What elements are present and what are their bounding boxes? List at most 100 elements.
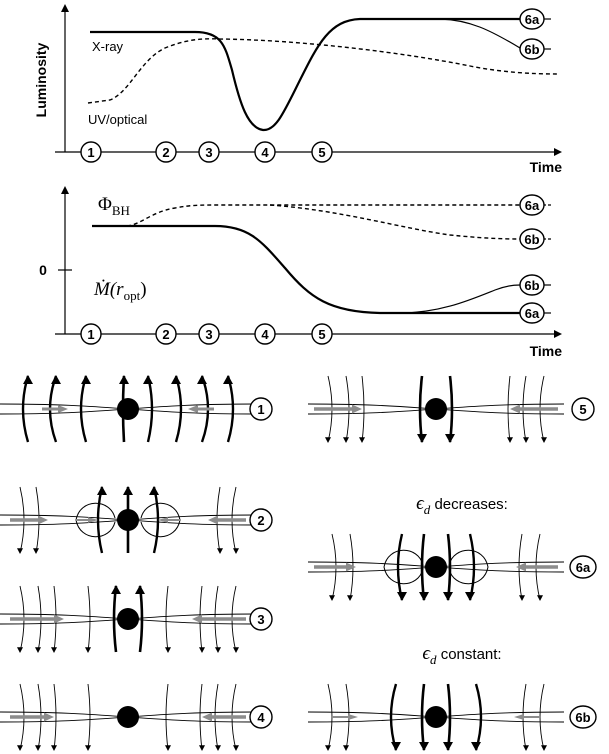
- inflow-arrow-head: [516, 562, 526, 572]
- field-line: [79, 375, 88, 443]
- caption-eps-decreases: ϵd decreases:: [416, 493, 508, 517]
- black-hole: [117, 608, 139, 630]
- field-arrowhead: [443, 742, 453, 751]
- svg-text:4: 4: [261, 327, 269, 342]
- stage-5-marker: 5: [311, 323, 333, 345]
- field-arrowhead: [85, 745, 91, 751]
- field-arrowhead: [119, 375, 129, 384]
- inflow-arrow-head: [88, 517, 98, 523]
- mdot-label: Ṁ(ropt): [93, 279, 147, 303]
- field-arrowhead: [223, 375, 233, 384]
- disc-upper-left: [307, 711, 437, 718]
- xray-curve-6b-branch: [439, 18, 521, 49]
- field-arrowhead: [541, 437, 547, 443]
- uvopt-label: UV/optical: [88, 112, 147, 127]
- phi-bh-6b-branch: [269, 204, 521, 240]
- xray-curve: [90, 17, 520, 132]
- field-arrowhead: [165, 647, 171, 653]
- black-hole: [117, 398, 139, 420]
- uvopt-curve: [87, 38, 558, 104]
- inflow-arrow-head: [58, 405, 68, 413]
- stage-4-marker: 4: [254, 141, 276, 163]
- phi-bh-label: ΦBH: [98, 194, 130, 218]
- field-arrowhead: [199, 745, 205, 751]
- field-line: [396, 533, 404, 601]
- field-arrowhead: [233, 647, 239, 653]
- disc-upper-right: [435, 711, 565, 718]
- field-arrowhead: [149, 486, 159, 495]
- svg-text:4: 4: [257, 710, 265, 725]
- svg-text:3: 3: [205, 327, 212, 342]
- svg-text:5: 5: [579, 402, 586, 417]
- field-line: [138, 585, 144, 653]
- flux-accretion-panel: 0 Time ΦBH Ṁ(ropt) 6a 6b 6b: [39, 186, 563, 359]
- sketch-label-3: 3: [249, 607, 273, 631]
- svg-text:3: 3: [205, 145, 212, 160]
- field-line: [539, 683, 545, 751]
- field-arrowhead: [523, 437, 529, 443]
- end-marker-6b-phi: 6b: [519, 228, 551, 250]
- xray-label: X-ray: [92, 39, 124, 54]
- sketch-stage-2: [0, 486, 257, 554]
- field-sketches: [0, 375, 565, 751]
- field-arrowhead: [523, 745, 529, 751]
- field-arrowhead: [51, 375, 61, 384]
- end-marker-6b-mdot: 6b: [519, 274, 551, 296]
- svg-text:ΦBH: ΦBH: [98, 194, 130, 218]
- field-arrowhead: [171, 375, 181, 384]
- field-arrowhead: [143, 375, 153, 384]
- field-line: [420, 533, 426, 601]
- svg-text:5: 5: [318, 145, 325, 160]
- field-line: [199, 683, 203, 751]
- sketch-label-6b: 6b: [569, 705, 597, 729]
- field-line: [87, 585, 91, 653]
- field-arrowhead: [17, 745, 23, 751]
- field-line: [389, 683, 398, 751]
- field-arrowhead: [35, 647, 41, 653]
- field-arrowhead: [347, 595, 353, 601]
- inflow-arrow-head: [208, 515, 218, 525]
- svg-text:Ṁ(ropt): Ṁ(ropt): [93, 279, 147, 303]
- mdot-6b-branch: [399, 284, 521, 314]
- field-arrowhead: [81, 375, 91, 384]
- black-hole: [425, 398, 447, 420]
- stage-3-marker: 3: [198, 141, 220, 163]
- field-arrowhead: [471, 742, 481, 751]
- field-line: [448, 375, 454, 443]
- svg-text:6a: 6a: [525, 306, 540, 321]
- field-line: [87, 683, 91, 751]
- sketch-label-6a: 6a: [569, 555, 597, 579]
- field-arrowhead: [215, 745, 221, 751]
- mid-time-label: Time: [530, 343, 563, 359]
- black-hole: [425, 556, 447, 578]
- svg-text:3: 3: [257, 612, 264, 627]
- field-line: [420, 683, 426, 751]
- field-arrowhead: [17, 647, 23, 653]
- sketch-label-5: 5: [571, 397, 595, 421]
- black-hole: [425, 706, 447, 728]
- svg-text:6a: 6a: [525, 12, 540, 27]
- caption-eps-constant: ϵd constant:: [422, 643, 501, 667]
- svg-text:6a: 6a: [576, 560, 591, 575]
- field-arrowhead: [51, 647, 57, 653]
- field-arrowhead: [135, 585, 145, 594]
- field-arrowhead: [541, 745, 547, 751]
- stage-1-marker: 1: [80, 323, 102, 345]
- flux-loop-left: [383, 549, 424, 585]
- end-marker-6a-phi: 6a: [519, 194, 551, 216]
- field-arrowhead: [443, 592, 453, 601]
- field-line: [165, 585, 169, 653]
- field-arrowhead: [233, 745, 239, 751]
- top-time-label: Time: [530, 159, 563, 175]
- field-arrowhead: [215, 647, 221, 653]
- field-arrowhead: [465, 592, 475, 601]
- field-line: [327, 683, 333, 751]
- field-line: [446, 683, 452, 751]
- svg-text:6b: 6b: [575, 710, 590, 725]
- field-arrowhead: [199, 647, 205, 653]
- sketch-stage-3: [0, 585, 257, 653]
- svg-text:2: 2: [162, 145, 169, 160]
- field-arrowhead: [445, 434, 455, 443]
- end-marker-6a-mdot: 6a: [519, 302, 551, 324]
- field-arrowhead: [17, 548, 23, 554]
